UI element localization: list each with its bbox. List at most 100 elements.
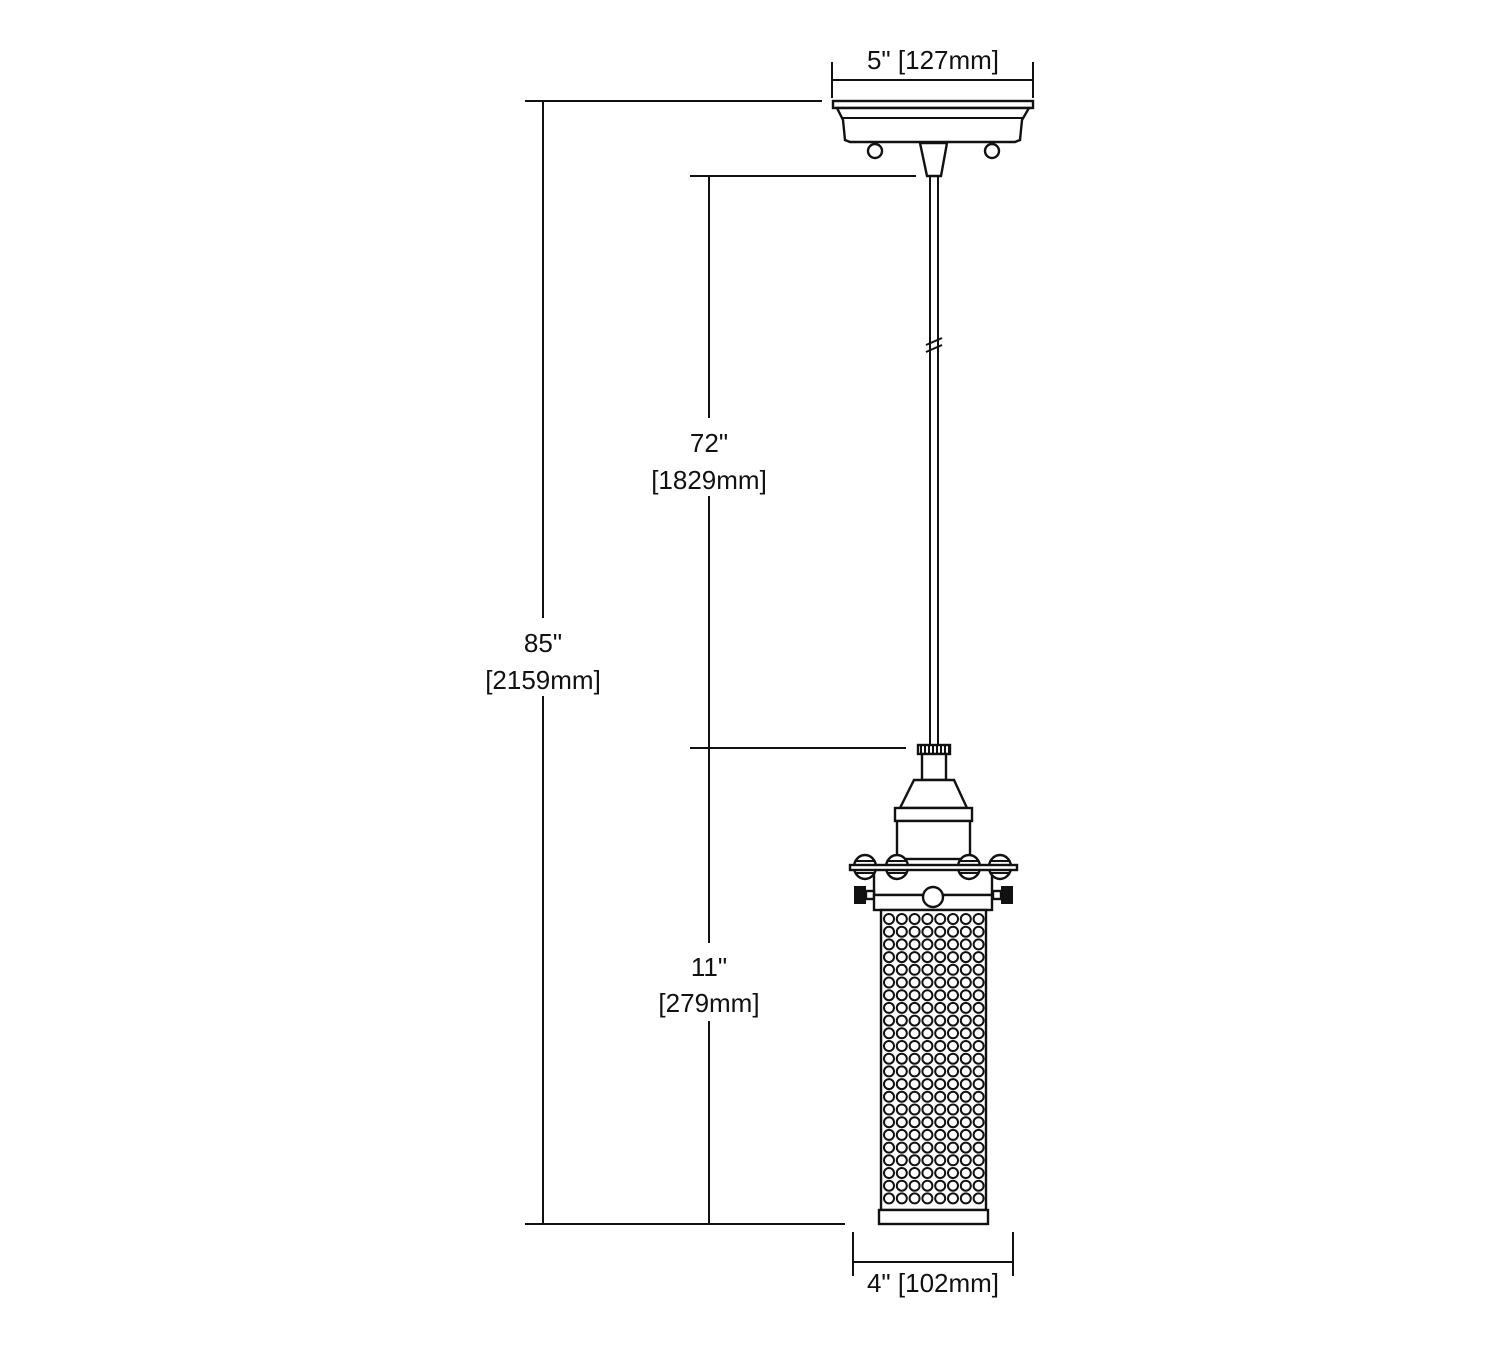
perforation-hole bbox=[921, 913, 934, 925]
perforation-hole bbox=[895, 1052, 908, 1065]
perforation-hole bbox=[972, 1065, 985, 1078]
perforation-hole bbox=[908, 1192, 921, 1205]
perforation-hole bbox=[883, 1065, 895, 1078]
perforation-hole bbox=[908, 925, 921, 938]
perforation-hole bbox=[947, 938, 959, 951]
perforation-hole bbox=[972, 1027, 985, 1040]
perforation-hole bbox=[934, 925, 947, 938]
socket-assembly bbox=[848, 743, 1019, 912]
perforation-hole bbox=[934, 938, 947, 951]
perforation-hole bbox=[908, 1179, 921, 1192]
perforation-hole bbox=[934, 1027, 947, 1040]
perforation-hole bbox=[908, 1014, 921, 1027]
perforation-hole bbox=[959, 1103, 972, 1116]
perforation-hole bbox=[883, 1167, 895, 1179]
perforation-hole bbox=[883, 963, 895, 976]
perforation-hole bbox=[883, 1154, 895, 1167]
perforation-hole bbox=[883, 1078, 895, 1091]
perforation-hole bbox=[959, 925, 972, 938]
perforation-hole bbox=[883, 1116, 895, 1129]
perforation-hole bbox=[883, 1128, 895, 1141]
perforation-hole bbox=[883, 1027, 895, 1040]
perforation-hole bbox=[947, 1167, 959, 1179]
perforation-hole bbox=[908, 963, 921, 976]
perforation-hole bbox=[895, 1090, 908, 1103]
perforation-hole bbox=[895, 951, 908, 964]
perforation-hole bbox=[934, 1001, 947, 1014]
perforation-hole bbox=[908, 1141, 921, 1154]
perforation-hole bbox=[908, 1027, 921, 1040]
perforation-hole bbox=[883, 1052, 895, 1065]
perforation-hole bbox=[921, 1154, 934, 1167]
perforation-hole bbox=[972, 989, 985, 1002]
perforation-hole bbox=[947, 1065, 959, 1078]
perforation-hole bbox=[959, 976, 972, 989]
fixture-height-metric: [279mm] bbox=[658, 988, 759, 1018]
perforation-hole bbox=[908, 1052, 921, 1065]
canopy bbox=[831, 99, 1035, 178]
cord-length-metric: [1829mm] bbox=[651, 465, 767, 495]
perforation-hole bbox=[959, 1001, 972, 1014]
perforation-hole bbox=[947, 1040, 959, 1052]
perforation-hole bbox=[921, 1167, 934, 1179]
perforation-hole bbox=[972, 1128, 985, 1141]
perforation-hole bbox=[947, 1027, 959, 1040]
perforation-hole bbox=[934, 951, 947, 964]
perforation-hole bbox=[921, 1027, 934, 1040]
perforation-hole bbox=[972, 938, 985, 951]
perforation-hole bbox=[921, 1014, 934, 1027]
perforation-hole bbox=[883, 1001, 895, 1014]
perforation-hole bbox=[883, 951, 895, 964]
perforation-hole bbox=[895, 1116, 908, 1129]
cord bbox=[925, 176, 943, 745]
perforation-hole bbox=[947, 951, 959, 964]
perforation-hole bbox=[934, 989, 947, 1002]
perforation-hole bbox=[947, 1001, 959, 1014]
perforation-hole bbox=[947, 1078, 959, 1091]
perforation-hole bbox=[972, 963, 985, 976]
perforation-hole bbox=[921, 1052, 934, 1065]
perforation-hole bbox=[934, 1090, 947, 1103]
cord-length-imperial: 72" bbox=[690, 428, 728, 458]
perforation-hole bbox=[972, 925, 985, 938]
perforation-hole bbox=[908, 1167, 921, 1179]
perforation-hole bbox=[895, 925, 908, 938]
perforation-hole bbox=[959, 1192, 972, 1205]
perforation-hole bbox=[947, 1014, 959, 1027]
perforation-hole bbox=[883, 925, 895, 938]
perforation-hole bbox=[883, 913, 895, 925]
perforation-hole bbox=[959, 989, 972, 1002]
perforation-hole bbox=[921, 1065, 934, 1078]
perforation-hole bbox=[947, 1128, 959, 1141]
perforation-hole bbox=[947, 1052, 959, 1065]
perforation-hole bbox=[908, 1078, 921, 1091]
perforation-hole bbox=[972, 1167, 985, 1179]
perforation-hole bbox=[972, 1078, 985, 1091]
perforation-hole bbox=[908, 1128, 921, 1141]
perforation-hole bbox=[959, 1052, 972, 1065]
perforation-hole bbox=[908, 1090, 921, 1103]
perforation-hole bbox=[921, 938, 934, 951]
perforation-hole bbox=[947, 1116, 959, 1129]
fixture-height-imperial: 11" bbox=[691, 952, 727, 982]
perforation-hole bbox=[934, 1128, 947, 1141]
perforation-hole bbox=[959, 1040, 972, 1052]
perforation-hole bbox=[908, 938, 921, 951]
perforation-hole bbox=[921, 951, 934, 964]
perforation-hole bbox=[883, 989, 895, 1002]
perforation-hole bbox=[908, 1103, 921, 1116]
perforation-hole bbox=[895, 1154, 908, 1167]
perforation-hole bbox=[921, 1078, 934, 1091]
perforation-hole bbox=[895, 1078, 908, 1091]
perforation-hole bbox=[972, 1040, 985, 1052]
perforation-hole bbox=[959, 1128, 972, 1141]
overall-height-metric: [2159mm] bbox=[485, 665, 601, 695]
perforation-hole bbox=[883, 1090, 895, 1103]
perforation-hole bbox=[908, 1116, 921, 1129]
perforation-hole bbox=[895, 1167, 908, 1179]
perforation-hole bbox=[883, 938, 895, 951]
perforation-hole bbox=[934, 1141, 947, 1154]
perforation-hole bbox=[959, 1078, 972, 1091]
perforation-hole bbox=[895, 963, 908, 976]
